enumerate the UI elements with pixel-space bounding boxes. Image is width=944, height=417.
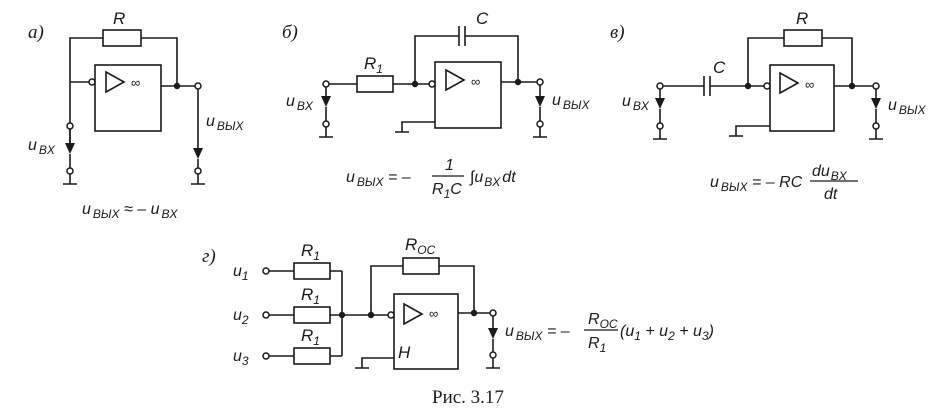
opamp-a [94,64,162,132]
panel-g-label: г) [202,246,216,267]
resistor-roc-label: ROC [405,235,436,257]
resistor-r1-1 [293,262,331,280]
resistor-r1-1-label: R1 [301,241,320,263]
infinity-symbol: ∞ [471,74,480,89]
output-terminal [194,82,202,90]
capacitor-c-label: C [476,9,489,28]
input-terminal [66,122,74,130]
output-terminal [489,309,497,317]
resistor-r [783,29,823,47]
panel-b-label: б) [282,22,298,43]
infinity-symbol: ∞ [805,77,814,92]
inverting-input [88,78,96,86]
capacitor-c [703,76,711,96]
resistor-r1-3 [293,347,331,365]
ground-icon [395,121,435,133]
resistor-r1-3-label: R1 [301,326,320,348]
equation-b-numerator: 1 [445,157,454,174]
resistor-r1-2 [293,306,331,324]
resistor-r1 [356,75,394,93]
resistor-r-label: R [796,9,808,28]
resistor-r1-2-label: R1 [301,285,320,307]
u1-label: u1 [233,263,249,283]
ground-icon [486,358,500,369]
panel-v-label: в) [610,22,625,43]
capacitor-c-label: C [713,58,726,77]
resistor-r-label: R [113,9,125,28]
ground-icon [63,174,77,185]
infinity-symbol: ∞ [429,306,438,321]
opamp-triangle-icon [105,70,126,94]
opamp-triangle-icon [403,302,424,326]
opamp-b [434,61,502,129]
resistor-r1-label: R1 [364,54,383,76]
infinity-symbol: ∞ [131,75,140,90]
panel-g: г) u1 u2 u3 R1 R1 R1 ROC ∞ H [202,235,714,370]
ground-icon [653,129,667,140]
resistor-r [102,29,142,47]
output-terminal [872,82,880,90]
capacitor-c [458,26,466,46]
resistor-roc [402,257,440,275]
output-terminal [536,78,544,86]
ground-icon [191,174,205,185]
panel-a-label: а) [28,22,44,43]
opamp-h-label: H [398,343,411,362]
equation-v-numerator: duBX [812,163,848,183]
opamp-triangle-icon [445,68,466,92]
equation-g-denominator: R1 [588,335,606,355]
u2-label: u2 [233,307,249,327]
ground-icon [729,125,770,137]
u3-label: u3 [233,348,249,368]
equation-g-numerator: ROC [588,311,618,331]
ground-icon [869,129,883,140]
ground-icon [355,357,394,369]
input-terminal [656,82,664,90]
ground-icon [319,127,333,138]
equation-g-sum: (u1 + u2 + u3) [620,323,714,343]
opamp-triangle-icon [779,71,800,95]
ground-icon [533,127,547,138]
figure-caption: Рис. 3.17 [432,387,504,408]
equation-v-denominator: dt [824,186,838,203]
input-terminal [322,80,330,88]
equation-b-denominator: R1C [432,181,462,201]
